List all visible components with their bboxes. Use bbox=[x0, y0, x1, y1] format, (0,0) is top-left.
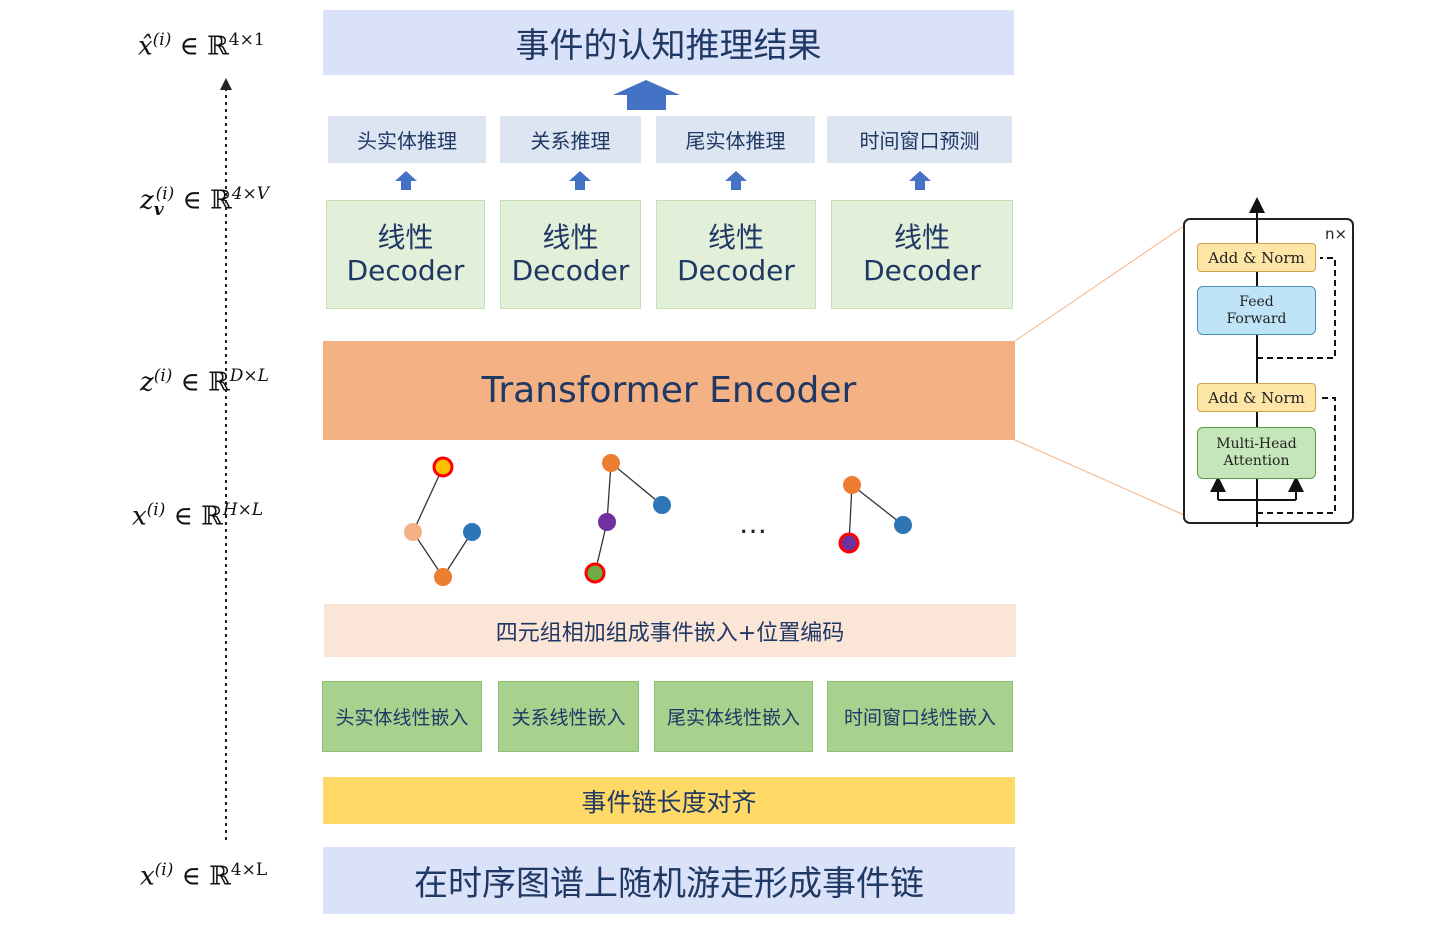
graph-node bbox=[602, 454, 620, 472]
math-base: z bbox=[140, 185, 154, 216]
task-time-window: 时间窗口预测 bbox=[827, 116, 1012, 163]
embed-relation: 关系线性嵌入 bbox=[498, 681, 639, 752]
decoder-line1: 线性 bbox=[707, 221, 764, 255]
small-up-arrow-icon bbox=[909, 171, 931, 190]
graph-node bbox=[404, 523, 422, 541]
decoder-line2: Decoder bbox=[511, 253, 630, 287]
math-base: x̂ bbox=[138, 31, 153, 62]
math-rest: ∈ ℝ bbox=[174, 185, 232, 216]
math-sup: (i) bbox=[153, 366, 173, 386]
small-up-arrow-icon bbox=[395, 171, 417, 190]
decoder-head-entity: 线性 Decoder bbox=[326, 200, 485, 309]
flow-arrowhead bbox=[220, 78, 232, 90]
math-dim: D×L bbox=[229, 366, 269, 386]
inset-connector bbox=[1014, 225, 1185, 342]
inset-ff-line1: Feed bbox=[1239, 293, 1274, 310]
graph-node bbox=[598, 513, 616, 531]
graph-ellipsis: … bbox=[739, 506, 767, 540]
math-sup: (i) bbox=[152, 30, 172, 50]
small-up-arrow-icon bbox=[569, 171, 591, 190]
math-rest: ∈ ℝ bbox=[165, 501, 223, 532]
math-base: x bbox=[140, 861, 155, 892]
decoder-line2: Decoder bbox=[346, 253, 465, 287]
decoder-line2: Decoder bbox=[863, 253, 981, 287]
decoder-time-window: 线性 Decoder bbox=[831, 200, 1013, 309]
math-base: z bbox=[140, 367, 154, 398]
math-label-encoder: z(i) ∈ ℝD×L bbox=[140, 366, 269, 398]
inset-feed-forward: Feed Forward bbox=[1197, 286, 1316, 335]
graph-node bbox=[653, 496, 671, 514]
length-align-box: 事件链长度对齐 bbox=[323, 777, 1015, 824]
inset-add-norm-top: Add & Norm bbox=[1197, 243, 1316, 272]
inset-connector bbox=[1014, 439, 1185, 516]
math-dim: H×L bbox=[222, 500, 264, 520]
graph-node bbox=[838, 532, 860, 554]
graph-node bbox=[894, 516, 912, 534]
inset-add-norm-bottom: Add & Norm bbox=[1197, 383, 1316, 412]
embed-head-entity: 头实体线性嵌入 bbox=[322, 681, 482, 752]
task-tail-entity: 尾实体推理 bbox=[656, 116, 815, 163]
event-graph-1 bbox=[404, 456, 481, 586]
decoder-tail-entity: 线性 Decoder bbox=[656, 200, 816, 309]
embed-sum-box: 四元组相加组成事件嵌入+位置编码 bbox=[324, 604, 1016, 657]
graph-node bbox=[843, 476, 861, 494]
math-sup: (i) bbox=[146, 500, 166, 520]
inset-multi-head-attention: Multi-Head Attention bbox=[1197, 427, 1316, 479]
math-rest: ∈ ℝ bbox=[171, 31, 229, 62]
event-graph-3 bbox=[838, 476, 912, 554]
decoder-line1: 线性 bbox=[377, 221, 434, 255]
math-rest: ∈ ℝ bbox=[173, 861, 231, 892]
embed-tail-entity: 尾实体线性嵌入 bbox=[654, 681, 813, 752]
math-rest: ∈ ℝ bbox=[172, 367, 230, 398]
graph-node bbox=[584, 562, 606, 584]
math-label-output: x̂(i) ∈ ℝ4×1 bbox=[138, 30, 265, 62]
large-up-arrow-icon bbox=[613, 80, 680, 110]
transformer-encoder: Transformer Encoder bbox=[323, 341, 1015, 440]
math-dim: 4×L bbox=[230, 860, 268, 880]
math-label-decoder: zv(i) ∈ ℝ4×V bbox=[140, 184, 269, 220]
inset-attn-line2: Attention bbox=[1223, 453, 1290, 469]
math-dim: 4×V bbox=[231, 184, 270, 204]
decoder-line1: 线性 bbox=[893, 221, 950, 255]
math-sub: v bbox=[153, 199, 164, 220]
math-sup: (i) bbox=[155, 184, 175, 204]
inset-repeat-label: n× bbox=[1324, 225, 1348, 243]
math-dim: 4×1 bbox=[228, 30, 265, 50]
math-label-input: x(i) ∈ ℝ4×L bbox=[140, 860, 267, 892]
small-up-arrow-icon bbox=[725, 171, 747, 190]
event-graph-2 bbox=[584, 454, 671, 584]
random-walk-box: 在时序图谱上随机游走形成事件链 bbox=[323, 847, 1015, 914]
math-label-embedding: x(i) ∈ ℝH×L bbox=[132, 500, 263, 532]
math-base: x bbox=[132, 501, 147, 532]
result-header: 事件的认知推理结果 bbox=[323, 10, 1014, 75]
decoder-line2: Decoder bbox=[677, 253, 795, 287]
decoder-relation: 线性 Decoder bbox=[500, 200, 641, 309]
graph-node bbox=[432, 456, 454, 478]
math-sup: (i) bbox=[154, 860, 174, 880]
graph-node bbox=[463, 523, 481, 541]
decoder-line1: 线性 bbox=[542, 221, 599, 255]
task-relation: 关系推理 bbox=[500, 116, 641, 163]
task-head-entity: 头实体推理 bbox=[328, 116, 486, 163]
embed-time-window: 时间窗口线性嵌入 bbox=[827, 681, 1013, 752]
graph-node bbox=[434, 568, 452, 586]
inset-attn-line1: Multi-Head bbox=[1216, 436, 1297, 453]
inset-ff-line2: Forward bbox=[1226, 310, 1287, 327]
